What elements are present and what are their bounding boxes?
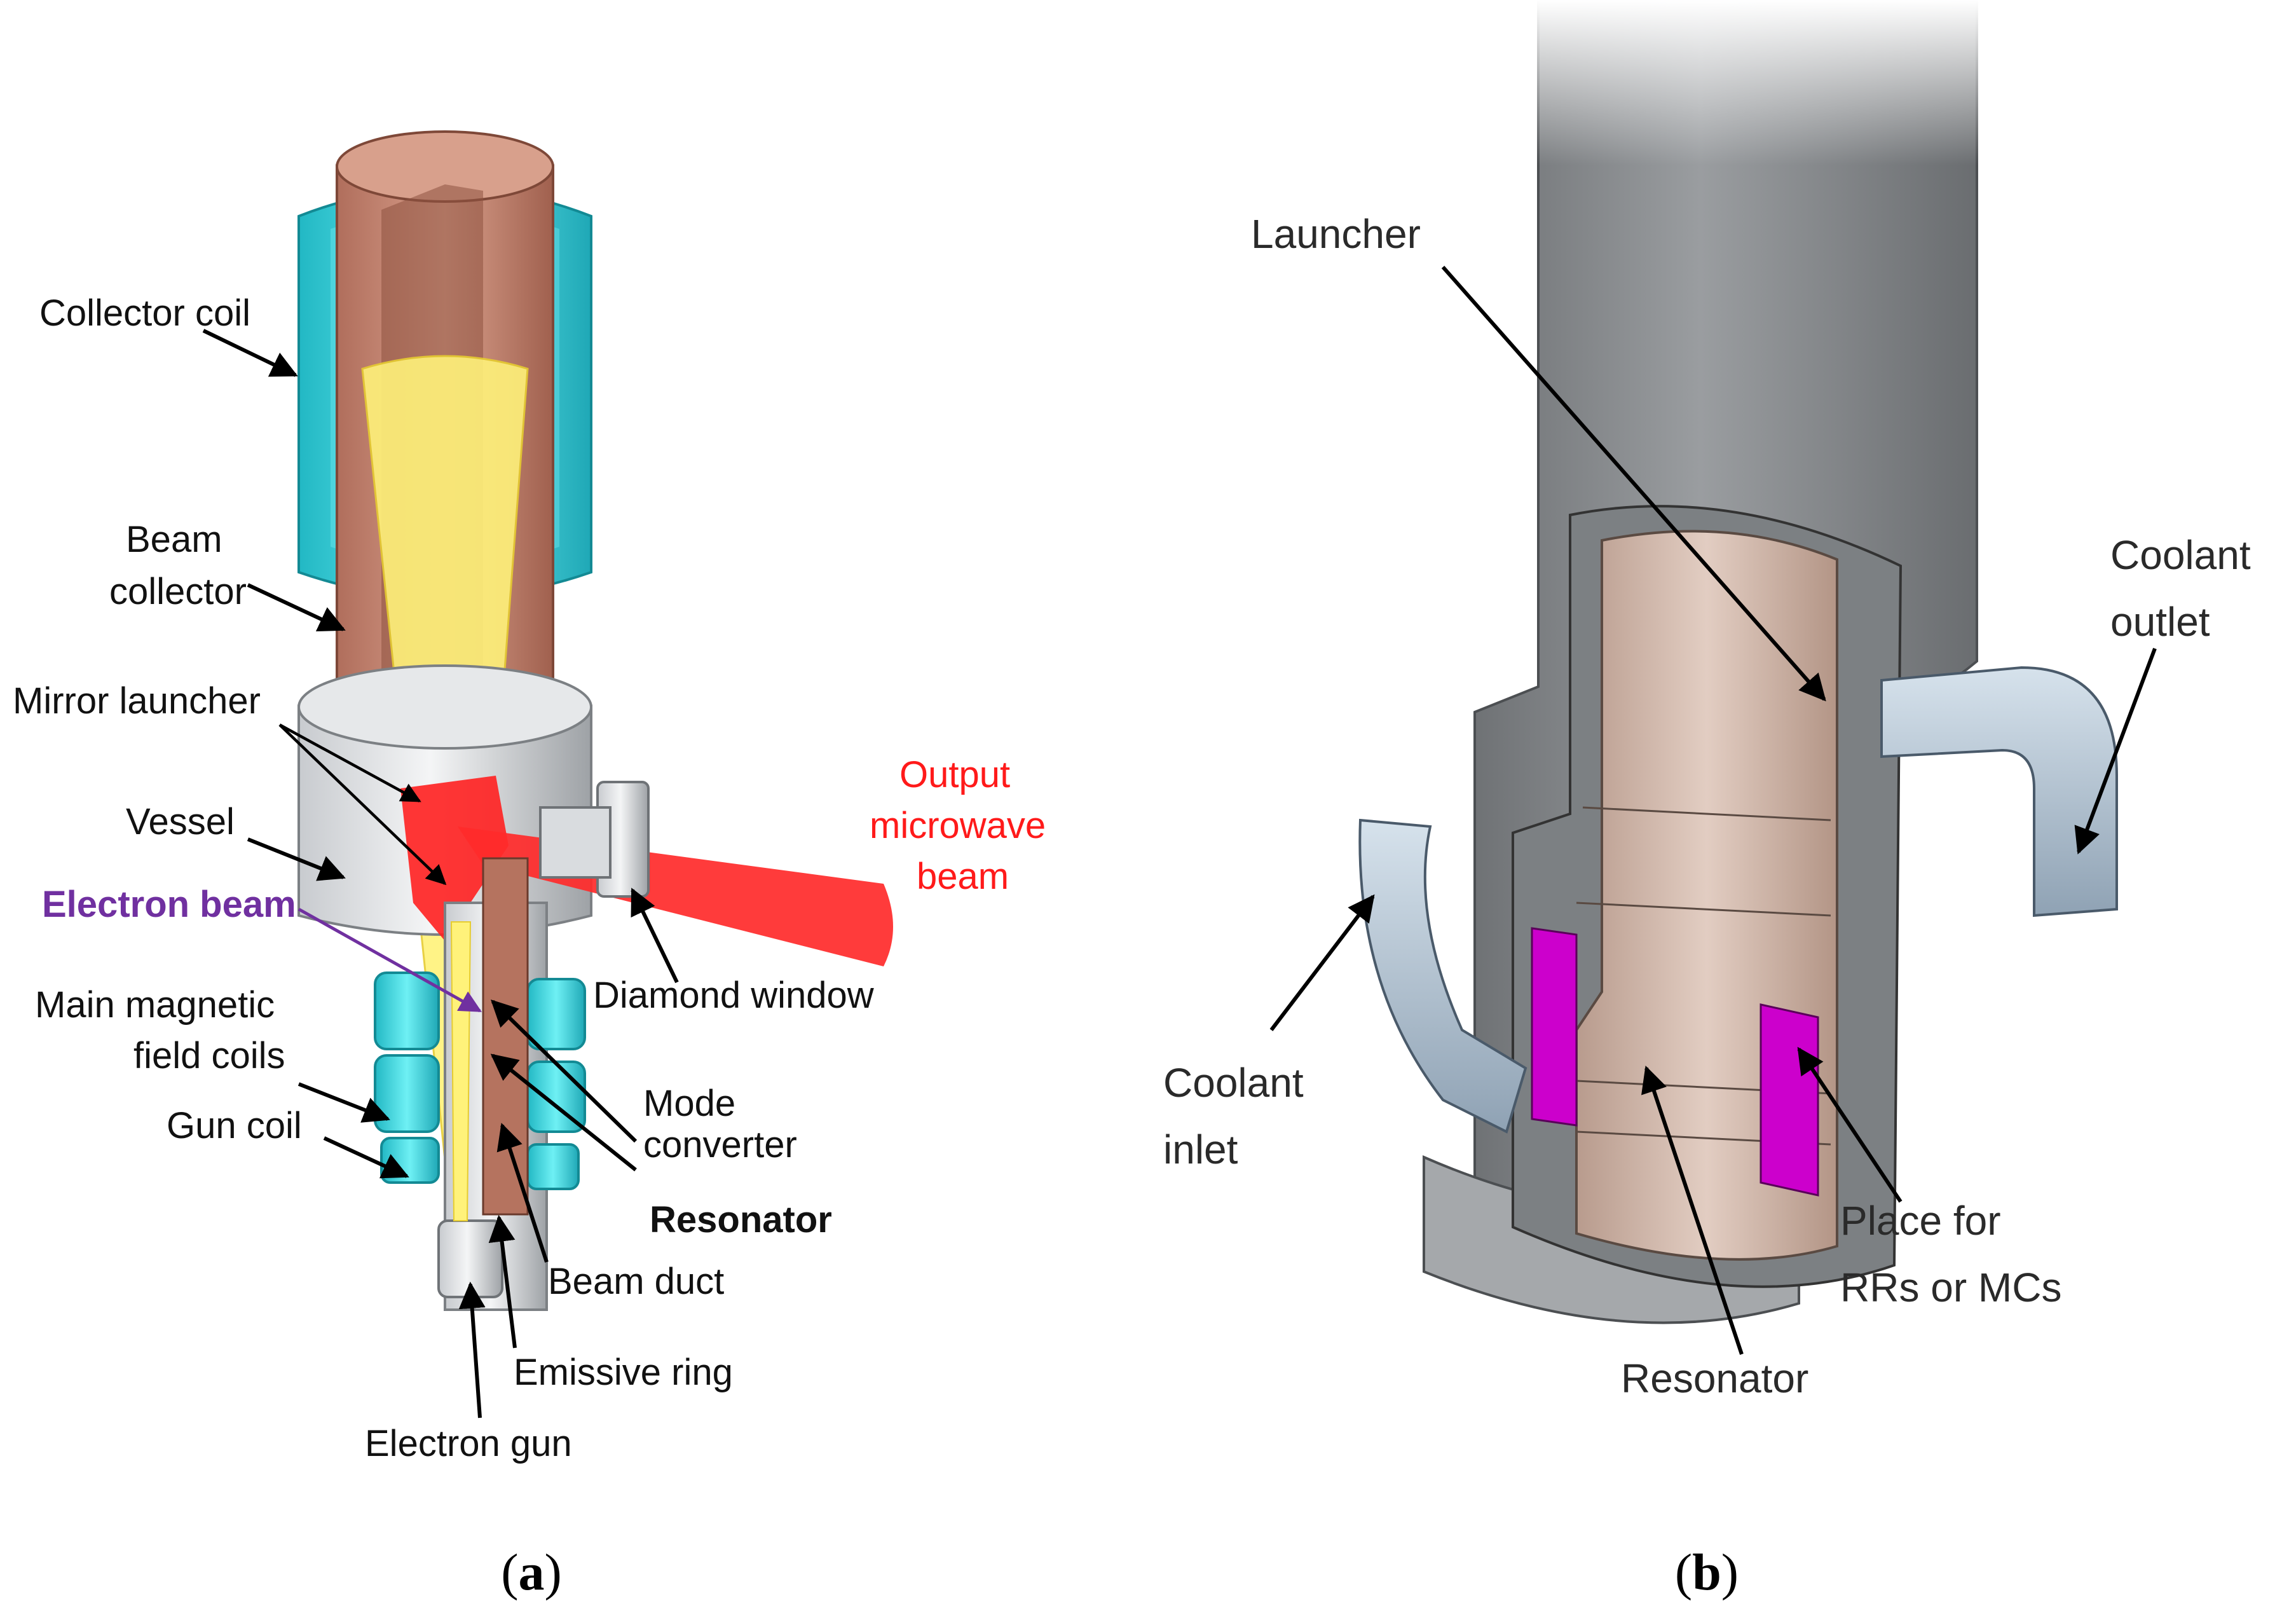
arrow-vessel	[247, 837, 346, 881]
arrow-resonator-b	[1641, 1066, 1744, 1355]
arrow-electron-gun	[458, 1281, 486, 1418]
main-coils-shape	[374, 971, 586, 1190]
arrow-place-for	[1797, 1047, 1903, 1203]
label-launcher: Launcher	[1251, 211, 1421, 257]
arrow-emissive-ring	[488, 1214, 517, 1349]
label-mode-converter-line1: Mode	[643, 1083, 735, 1124]
arrow-coolant-outlet	[2074, 647, 2157, 855]
label-place-line2: RRs or MCs	[1840, 1265, 2061, 1310]
label-coolant-outlet-line1: Coolant	[2110, 532, 2251, 578]
arrow-electron-beam	[297, 907, 482, 1013]
coolant-outlet-pipe	[1880, 666, 2118, 917]
insert-right	[1760, 1003, 1819, 1197]
label-main-coils-line2: field coils	[133, 1035, 285, 1076]
label-gun-coil: Gun coil	[167, 1105, 302, 1146]
yellow-beam-lower	[450, 921, 472, 1221]
arrow-gun-coil	[323, 1136, 409, 1179]
label-coolant-outlet-line2: outlet	[2110, 599, 2210, 645]
arrow-diamond-window	[631, 888, 679, 984]
resonator-ring-1	[1582, 806, 1831, 821]
label-beam-collector-line1: Beam	[126, 519, 222, 560]
label-output-line1: Output	[899, 754, 1010, 795]
panel-a-labels: Collector coil Beam collector Mirror lau…	[13, 292, 1046, 1464]
diamond-window-port	[539, 781, 650, 898]
label-diamond-window: Diamond window	[593, 975, 875, 1016]
arrow-beam-duct	[496, 1123, 549, 1263]
arrow-beam-collector	[247, 583, 346, 632]
panel-b-labels: Launcher Coolant outlet Coolant inlet Pl…	[1163, 211, 2251, 1401]
label-output-line2: microwave	[870, 805, 1046, 846]
arrow-main-coils	[297, 1082, 390, 1123]
label-emissive-ring: Emissive ring	[514, 1352, 733, 1393]
panel-a-arrows	[202, 329, 679, 1418]
resonator-inner	[482, 857, 529, 1216]
label-coolant-inlet-line1: Coolant	[1163, 1060, 1304, 1106]
label-resonator-a: Resonator	[650, 1199, 832, 1240]
mirror-launcher-red	[400, 776, 509, 941]
arrow-collector-coil	[202, 329, 298, 377]
label-electron-beam: Electron beam	[42, 884, 296, 925]
resonator-ring-2	[1576, 902, 1831, 917]
panel-b-illustration	[1358, 0, 2118, 1324]
caption-a: (a)	[501, 1543, 562, 1601]
panel-b-arrows	[1269, 266, 2157, 1355]
label-collector-coil: Collector coil	[39, 292, 250, 334]
arrow-launcher	[1441, 266, 1826, 702]
label-coolant-inlet-line2: inlet	[1163, 1127, 1238, 1172]
label-beam-duct: Beam duct	[548, 1261, 724, 1302]
label-vessel: Vessel	[126, 801, 235, 842]
arrow-resonator-a	[490, 1054, 637, 1172]
arrow-coolant-inlet	[1269, 894, 1375, 1031]
label-mode-converter-line2: converter	[643, 1124, 797, 1165]
insert-left	[1531, 927, 1578, 1127]
label-mirror-launcher: Mirror launcher	[13, 680, 261, 722]
housing-top-fade	[1526, 0, 1990, 165]
arrow-mirror-launcher-1	[278, 724, 421, 802]
arrow-mode-converter	[490, 999, 638, 1143]
label-place-line1: Place for	[1840, 1198, 2001, 1244]
arrow-mirror-launcher-2	[278, 724, 447, 886]
label-output-line3: beam	[917, 856, 1009, 897]
label-beam-collector-line2: collector	[109, 571, 247, 612]
label-resonator-b: Resonator	[1621, 1356, 1808, 1401]
label-electron-gun: Electron gun	[365, 1423, 572, 1464]
label-main-coils-line1: Main magnetic	[35, 984, 275, 1026]
caption-b: (b)	[1675, 1543, 1739, 1601]
panel-a-illustration	[297, 130, 893, 1311]
